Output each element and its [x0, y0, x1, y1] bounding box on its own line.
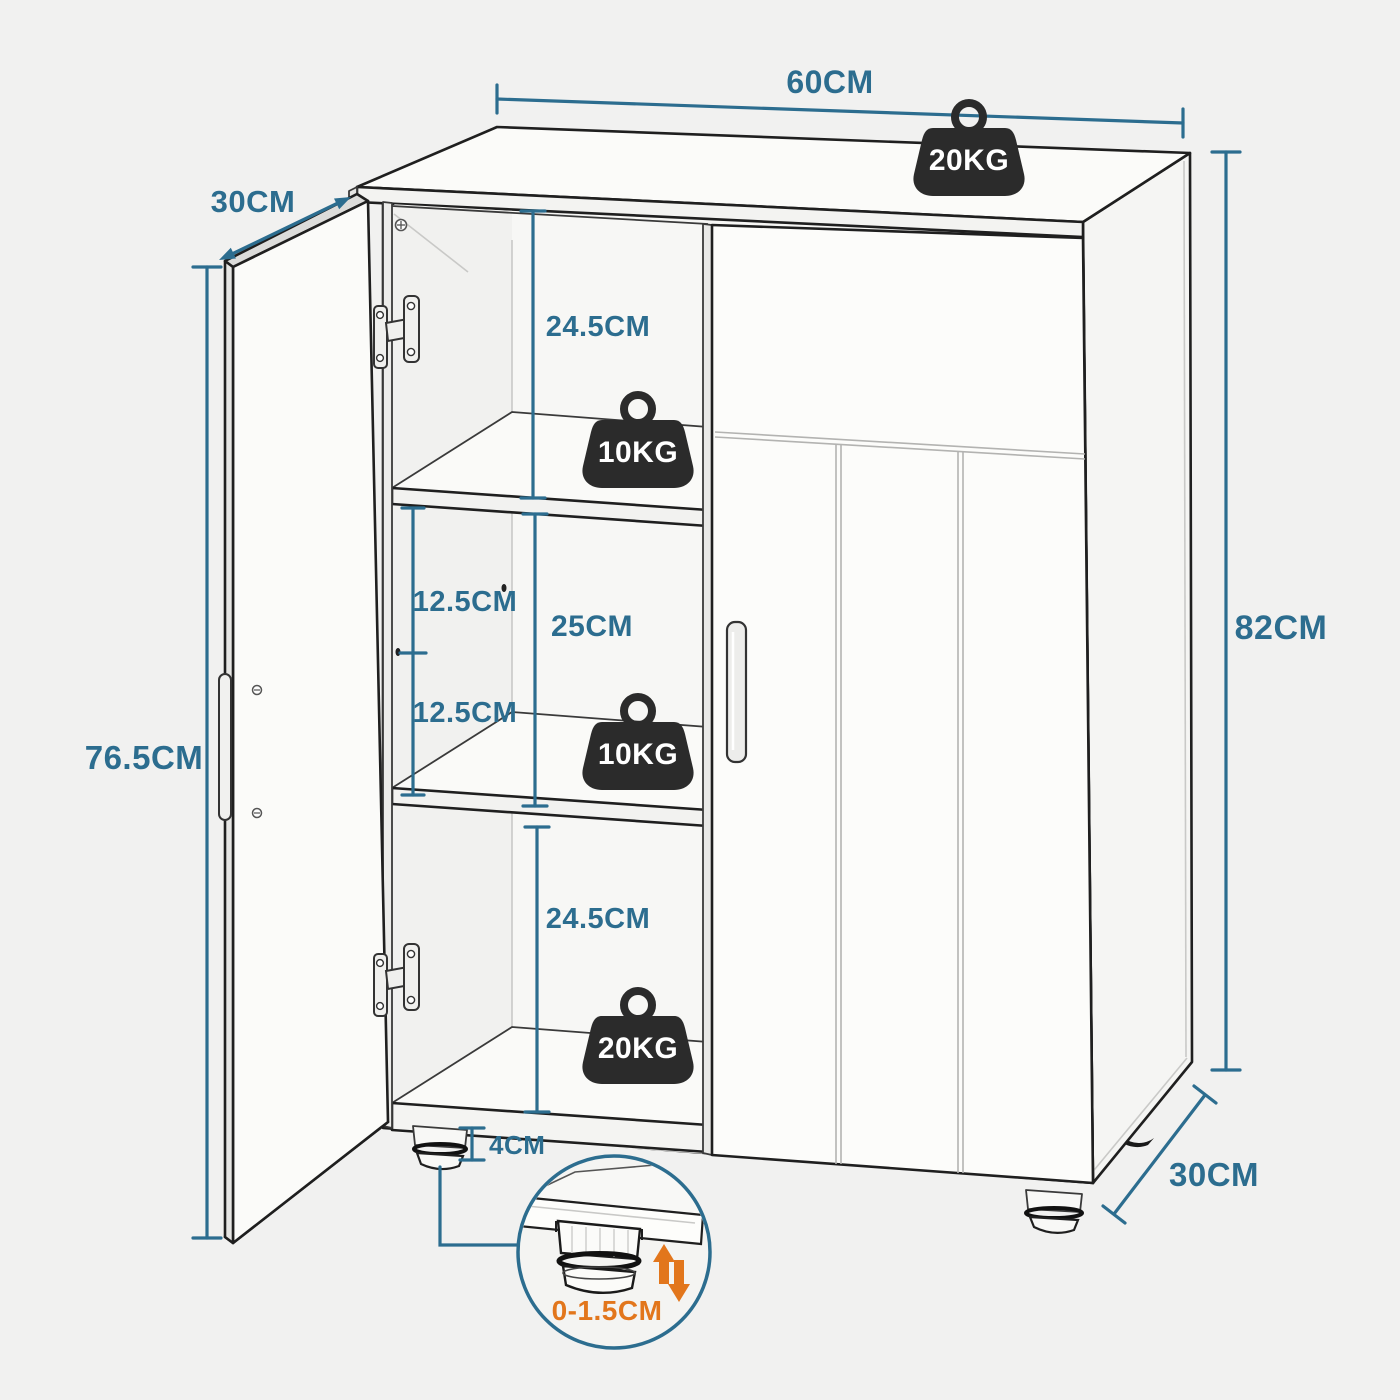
weight-icon-bottom: 20KG	[582, 991, 693, 1084]
weight-icon-lower-shelf: 10KG	[582, 697, 693, 790]
interior-left-wall	[392, 204, 512, 1104]
side-panel-right	[1081, 151, 1194, 1185]
dim-label-total-height: 82CM	[1235, 609, 1328, 647]
foot-callout: 0-1.5CM	[438, 1154, 712, 1350]
weight-label-lower-shelf: 10KG	[598, 738, 678, 771]
screw-icon	[251, 684, 263, 696]
dim-top-width: 60CM	[495, 64, 1185, 139]
callout-connector	[438, 1165, 519, 1247]
screw-icon	[251, 807, 263, 819]
left-stile	[382, 201, 393, 1129]
dim-door-width: 30CM	[211, 184, 351, 260]
dim-label-pin-spacing-upper: 12.5CM	[413, 586, 518, 618]
cabinet-drawing	[218, 125, 1194, 1245]
dim-label-depth: 30CM	[1169, 1156, 1259, 1193]
callout-content: 0-1.5CM	[520, 1159, 708, 1326]
weight-icon-upper-shelf: 10KG	[582, 395, 693, 488]
right-door-handle	[725, 620, 748, 764]
center-divider-edge	[702, 223, 713, 1156]
adjust-up-arrow-icon	[653, 1244, 675, 1284]
foot-adjust-range-label: 0-1.5CM	[552, 1295, 663, 1326]
dim-shelf-pin-spacing: 12.5CM 12.5CM	[398, 506, 518, 797]
dim-label-compartment-top: 24.5CM	[546, 311, 651, 343]
adjust-down-arrow-icon	[668, 1260, 690, 1302]
weight-label-upper-shelf: 10KG	[598, 436, 678, 469]
inset-adjustable-foot	[556, 1219, 642, 1295]
hinge-top-icon	[373, 295, 420, 369]
open-door	[218, 192, 390, 1245]
dim-compartment-bottom: 24.5CM	[523, 825, 651, 1114]
front-left-foot	[412, 1125, 468, 1171]
weight-icon-top: 20KG	[913, 103, 1024, 196]
dim-total-height: 82CM	[1210, 150, 1328, 1072]
dim-label-compartment-bottom: 24.5CM	[546, 903, 651, 935]
open-door-handle	[218, 673, 232, 821]
front-right-foot	[1024, 1189, 1084, 1234]
dim-depth: 30CM	[1101, 1084, 1259, 1225]
dim-label-pin-spacing-lower: 12.5CM	[413, 697, 518, 729]
inset-board-front	[520, 1195, 705, 1246]
right-door-grooves	[714, 431, 1086, 1173]
dim-foot-height: 4CM	[458, 1126, 545, 1162]
weight-label-top: 20KG	[929, 144, 1009, 177]
weight-label-bottom: 20KG	[598, 1032, 678, 1065]
dim-compartment-middle: 25CM	[521, 512, 633, 808]
open-door-face	[231, 199, 390, 1245]
dim-label-compartment-middle: 25CM	[551, 610, 633, 643]
dim-label-top-width: 60CM	[786, 64, 873, 100]
dim-label-door-width: 30CM	[211, 184, 296, 219]
dim-label-foot-height: 4CM	[489, 1130, 545, 1160]
dim-compartment-top: 24.5CM	[519, 209, 651, 500]
load-capacity-badges: 20KG 10KG 10KG 20KG	[582, 103, 1024, 1084]
screw-icon	[394, 218, 408, 232]
hinge-bottom-icon	[373, 943, 420, 1017]
right-door	[710, 223, 1095, 1185]
shelf-pin-hole	[501, 584, 507, 592]
dimension-annotations: 60CM 30CM 76.5CM 82CM 30CM	[85, 64, 1328, 1240]
dim-door-height: 76.5CM	[85, 265, 223, 1240]
dim-label-door-height: 76.5CM	[85, 739, 204, 776]
